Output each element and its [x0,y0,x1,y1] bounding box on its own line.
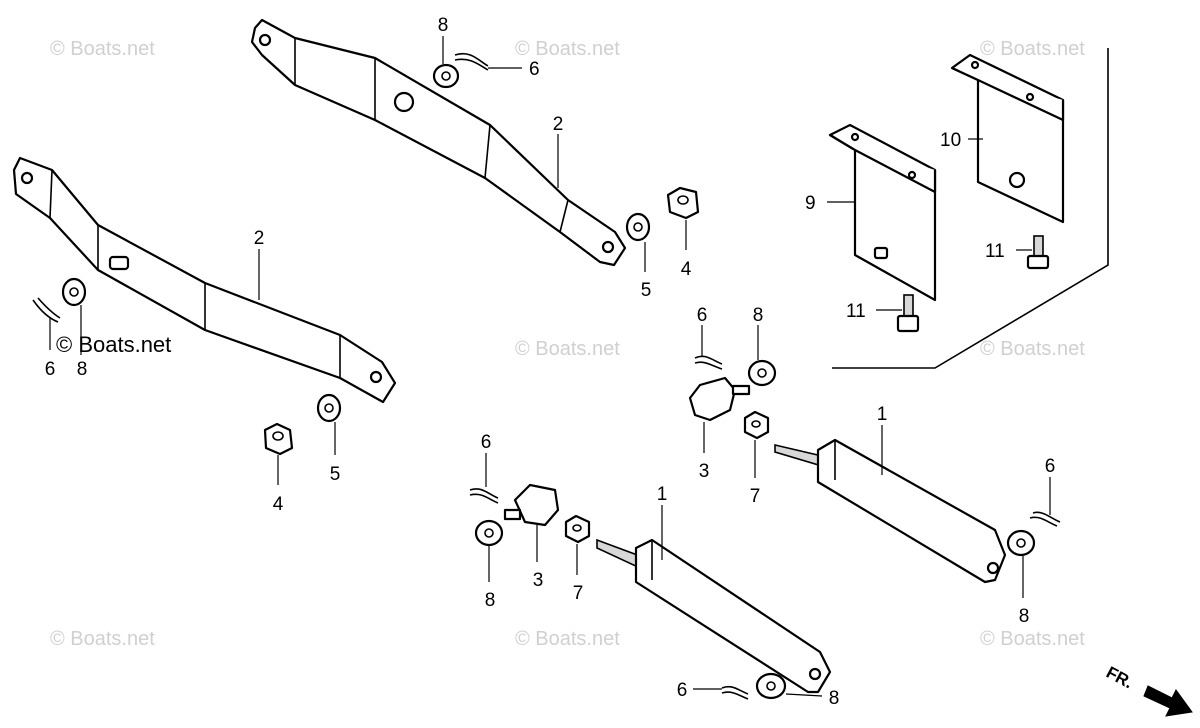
front-direction-indicator: FR. [1103,663,1193,717]
watermark: © Boats.net [50,38,155,60]
watermark: © Boats.net [980,338,1085,360]
callout-labels: 8 6 2 5 4 10 9 11 11 2 6 8 4 5 6 8 3 7 1… [45,15,1056,709]
callout-label: 6 [481,432,492,453]
callout-label: 3 [699,461,710,482]
callout-label: 8 [438,15,449,36]
callout-label: 8 [753,305,764,326]
arm-upper [250,18,627,267]
callout-label: 11 [846,301,866,322]
arm-lower [12,156,397,404]
leader-lines [49,36,1051,697]
bracket-10 [950,53,1065,224]
bolt-lower [896,294,920,333]
nuts [263,186,770,544]
watermark: © Boats.net [980,38,1085,60]
bracket-9 [828,123,937,302]
direction-label: FR. [1103,663,1136,693]
callout-label: 8 [485,590,496,611]
rod-lower [596,538,832,694]
callout-label: 6 [45,359,56,380]
brand-label: © Boats.net [56,332,171,357]
callout-label: 2 [553,114,564,135]
watermark-group: © Boats.net © Boats.net © Boats.net © Bo… [50,38,1085,650]
callout-label: 4 [273,494,284,515]
watermark: © Boats.net [515,38,620,60]
callout-label: 5 [330,464,341,485]
callout-label: 6 [677,680,688,701]
callout-label: 6 [697,305,708,326]
callout-label: 3 [533,570,544,591]
callout-label: 11 [985,241,1005,262]
callout-label: 6 [1045,456,1056,477]
watermark: © Boats.net [515,628,620,650]
callout-label: 4 [681,259,692,280]
callout-label: 8 [829,688,840,709]
watermark: © Boats.net [980,628,1085,650]
rod-upper [774,438,1007,584]
washers [61,63,1036,700]
joint-upper [688,376,751,422]
frame-outline [832,48,1109,369]
joint-lower [503,483,560,527]
callout-label: 10 [940,130,961,151]
watermark: © Boats.net [50,628,155,650]
callout-label: 8 [77,359,88,380]
bolt-upper [1026,235,1050,270]
callout-label: 6 [529,59,540,80]
callout-label: 5 [641,280,652,301]
callout-label: 7 [750,486,761,507]
arrow-right-icon [1143,685,1193,717]
callout-label: 1 [877,404,888,425]
callout-label: 9 [805,193,816,214]
cotter-pins [32,52,1061,700]
watermark: © Boats.net [515,338,620,360]
callout-label: 8 [1019,606,1030,627]
callout-label: 2 [254,228,265,249]
callout-label: 1 [657,484,668,505]
callout-label: 7 [573,583,584,604]
